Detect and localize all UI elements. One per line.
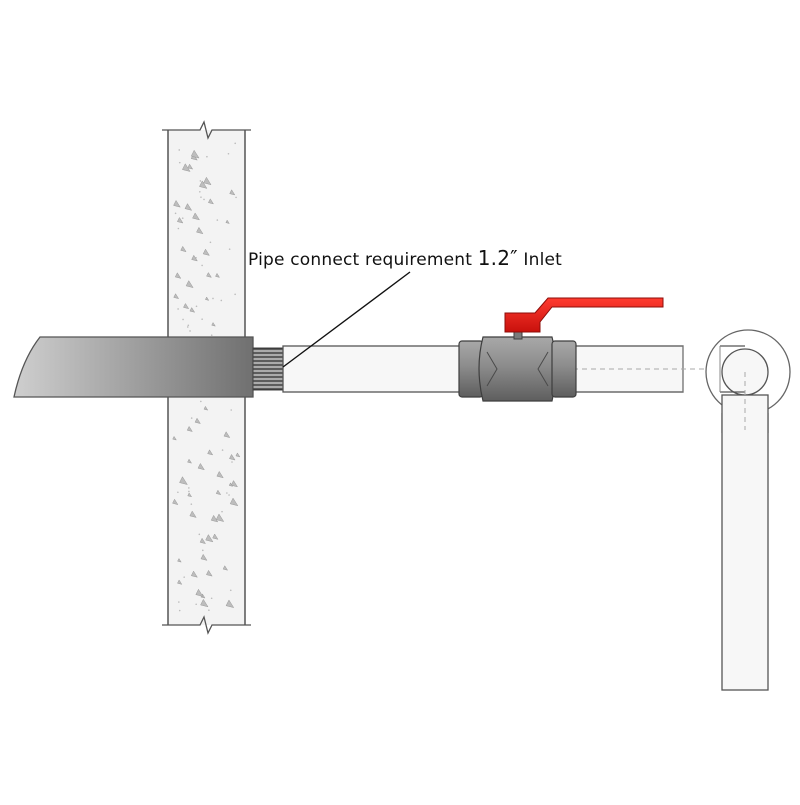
valve-body: [478, 336, 557, 402]
callout-prefix: Pipe connect requirement: [248, 250, 478, 270]
ball-valve: [458, 297, 664, 402]
callout-suffix: Inlet: [517, 250, 563, 270]
callout-leader-line: [282, 271, 411, 368]
wall-break-top: [162, 120, 251, 140]
outlet-pipe-vertical: [721, 372, 769, 691]
callout-label: Pipe connect requirement 1.2″ Inlet: [248, 246, 562, 270]
valve-handle: [504, 297, 664, 333]
concrete-texture: [172, 142, 241, 612]
valve-nut-right: [551, 340, 577, 398]
wall-break-bottom: [162, 615, 251, 635]
threaded-connector: [252, 347, 284, 391]
wall-spout: [13, 336, 284, 398]
callout-size: 1.2″: [477, 246, 518, 270]
